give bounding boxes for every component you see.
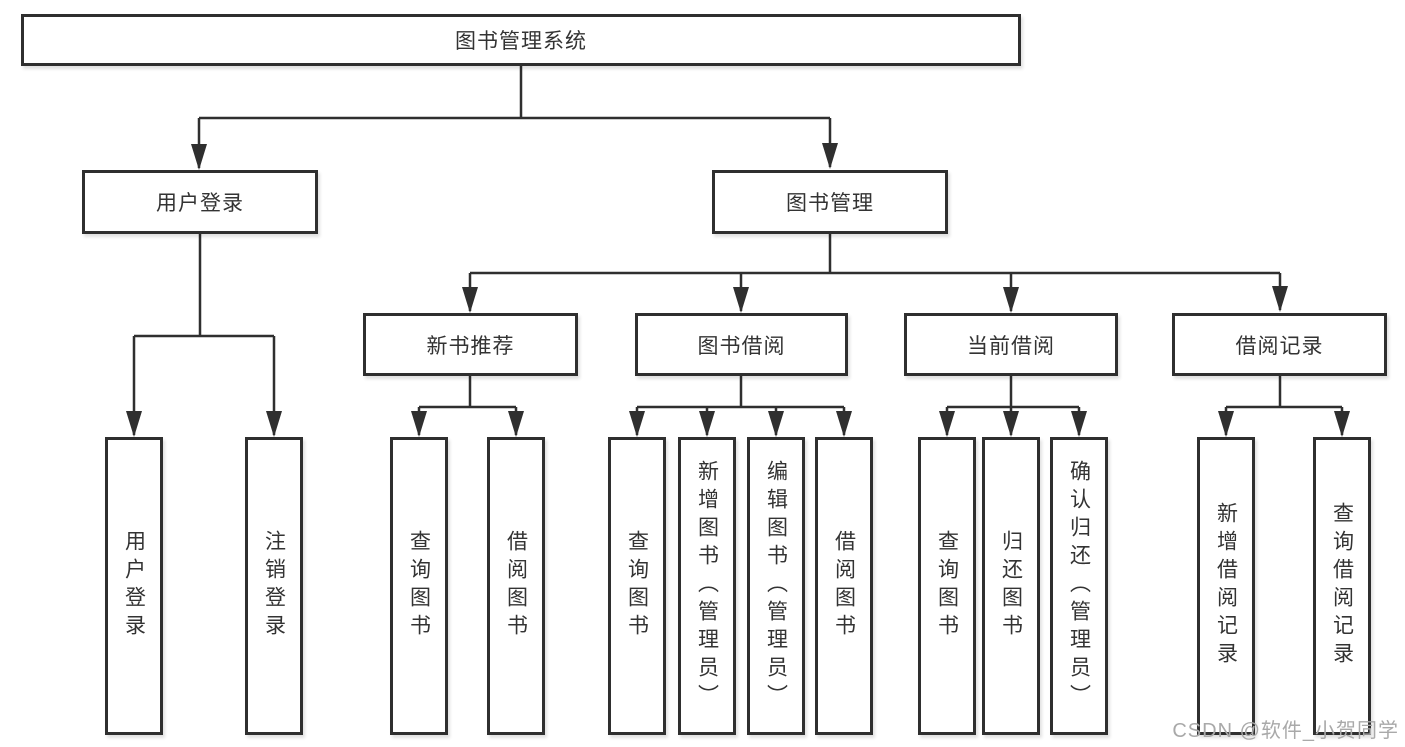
leaf-edit-books-admin: 编辑图书（管理员） [747, 437, 805, 735]
leaf-return-books: 归还图书 [982, 437, 1040, 735]
connector-root [197, 66, 832, 168]
leaf-borrow-books-recommend: 借阅图书 [487, 437, 545, 735]
node-new-book-recommend: 新书推荐 [363, 313, 578, 376]
connector-new-books [417, 376, 518, 435]
node-user-login: 用户登录 [82, 170, 318, 234]
connector-borrowing [635, 376, 846, 435]
csdn-watermark: CSDN @软件_小贺同学 [1172, 720, 1399, 742]
connector-user-login [132, 233, 276, 435]
node-book-management: 图书管理 [712, 170, 948, 234]
leaf-search-books-current: 查询图书 [918, 437, 976, 735]
node-book-borrowing: 图书借阅 [635, 313, 848, 376]
node-root: 图书管理系统 [21, 14, 1021, 66]
leaf-logout: 注销登录 [245, 437, 303, 735]
leaf-user-login: 用户登录 [105, 437, 163, 735]
connector-book-mgmt [468, 234, 1282, 311]
arrowheads [126, 143, 1350, 437]
connector-records [1224, 376, 1344, 435]
leaf-confirm-return-admin: 确认归还（管理员） [1050, 437, 1108, 735]
leaf-search-books-borrowing: 查询图书 [608, 437, 666, 735]
leaf-search-borrow-record: 查询借阅记录 [1313, 437, 1371, 735]
leaf-borrow-books-borrowing: 借阅图书 [815, 437, 873, 735]
node-current-borrowing: 当前借阅 [904, 313, 1118, 376]
node-borrow-records: 借阅记录 [1172, 313, 1387, 376]
leaf-search-books-recommend: 查询图书 [390, 437, 448, 735]
leaf-add-borrow-record: 新增借阅记录 [1197, 437, 1255, 735]
leaf-add-books-admin: 新增图书（管理员） [678, 437, 736, 735]
